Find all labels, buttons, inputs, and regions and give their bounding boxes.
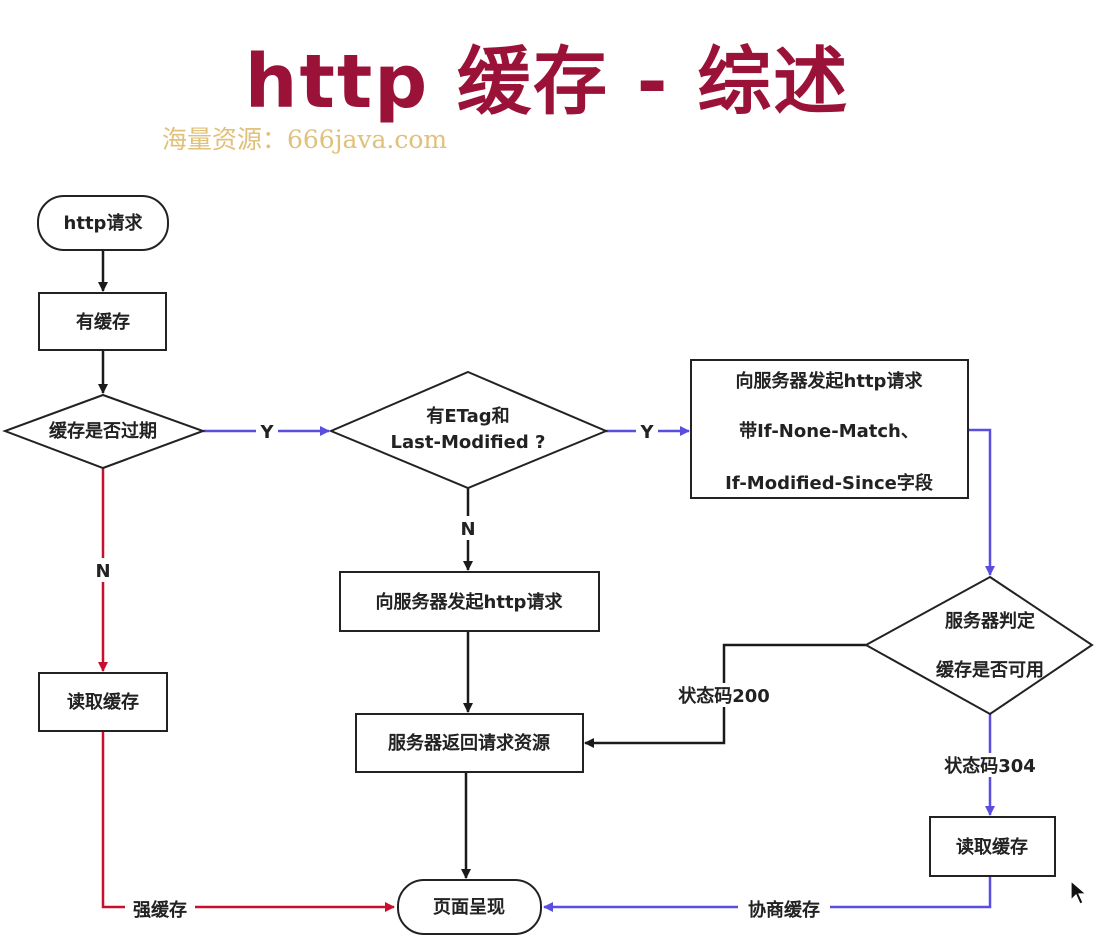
node-send-request: 向服务器发起http请求 bbox=[339, 571, 600, 632]
node-send-conditional-label-1: 向服务器发起http请求 bbox=[736, 370, 924, 392]
node-read-cache-right-label: 读取缓存 bbox=[956, 836, 1028, 858]
node-page-render: 页面呈现 bbox=[397, 879, 542, 935]
node-has-cache: 有缓存 bbox=[38, 292, 167, 351]
page-title: http 缓存 - 综述 bbox=[244, 39, 850, 125]
edge-negotiated-cache bbox=[543, 876, 992, 912]
node-cache-expired: 缓存是否过期 bbox=[2, 393, 206, 470]
node-server-decide-label-2: 缓存是否可用 bbox=[936, 659, 1044, 681]
node-has-etag: 有ETag和 Last-Modified ? bbox=[328, 370, 609, 490]
edge-conditional-to-decide bbox=[968, 428, 995, 576]
label-etag-no: N bbox=[460, 519, 475, 540]
node-read-cache-right: 读取缓存 bbox=[929, 816, 1056, 877]
label-strong-cache: 强缓存 bbox=[133, 899, 187, 921]
node-server-decide: 服务器判定 缓存是否可用 bbox=[863, 575, 1094, 716]
watermark-text: 海量资源：666java.com bbox=[162, 125, 448, 154]
label-etag-yes: Y bbox=[639, 422, 654, 443]
label-status-304: 状态码304 bbox=[944, 755, 1036, 777]
node-has-etag-label-2: Last-Modified ? bbox=[391, 432, 546, 453]
label-status-200: 状态码200 bbox=[678, 685, 770, 707]
node-http-request: http请求 bbox=[37, 195, 169, 251]
node-cache-expired-label: 缓存是否过期 bbox=[49, 420, 157, 442]
node-server-decide-label-1: 服务器判定 bbox=[945, 610, 1035, 632]
label-negotiated-cache: 协商缓存 bbox=[748, 899, 820, 921]
node-send-request-label: 向服务器发起http请求 bbox=[376, 591, 564, 613]
label-expired-yes: Y bbox=[259, 422, 274, 443]
node-has-etag-label-1: 有ETag和 bbox=[426, 405, 509, 427]
node-read-cache-left: 读取缓存 bbox=[38, 672, 168, 732]
node-page-render-label: 页面呈现 bbox=[433, 897, 505, 918]
mouse-cursor-icon bbox=[1070, 880, 1088, 905]
node-send-conditional: 向服务器发起http请求 带If-None-Match、 If-Modified… bbox=[690, 359, 969, 499]
node-send-conditional-label-2: 带If-None-Match、 bbox=[739, 421, 919, 442]
node-server-return: 服务器返回请求资源 bbox=[355, 713, 584, 773]
label-expired-no: N bbox=[95, 561, 110, 582]
node-server-return-label: 服务器返回请求资源 bbox=[388, 732, 550, 754]
edge-strong-cache bbox=[101, 731, 395, 912]
node-send-conditional-label-3: If-Modified-Since字段 bbox=[725, 472, 934, 494]
node-has-cache-label: 有缓存 bbox=[76, 311, 130, 333]
node-read-cache-left-label: 读取缓存 bbox=[67, 691, 139, 713]
node-http-request-label: http请求 bbox=[64, 212, 144, 234]
